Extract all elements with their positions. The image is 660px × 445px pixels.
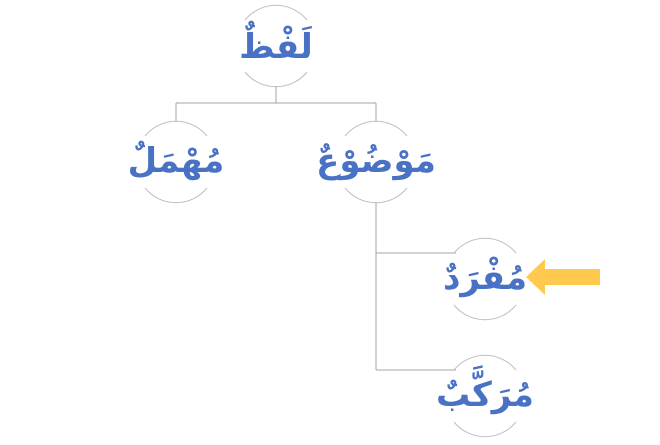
node-muhmal-outline-top xyxy=(144,120,208,137)
node-mawdu-outline-bottom xyxy=(344,187,408,204)
node-root-outline-top xyxy=(244,4,308,21)
node-murakkab-outline-top xyxy=(453,354,517,371)
node-root-label: لَفْظٌ xyxy=(239,21,313,67)
highlight-arrow-icon xyxy=(526,259,600,295)
node-mufrad-outline-bottom xyxy=(453,304,517,321)
node-mawdu-outline-top xyxy=(344,120,408,137)
node-murakkab-outline-bottom xyxy=(453,421,517,438)
node-muhmal-outline-bottom xyxy=(144,187,208,204)
node-root-outline-bottom xyxy=(244,71,308,88)
node-mufrad-outline-top xyxy=(453,237,517,254)
node-mufrad-label: مُفْرَدٌ xyxy=(443,256,527,298)
node-murakkab-label: مُرَكَّبٌ xyxy=(436,366,534,415)
node-mawdu-label: مَوْضُوْعٌ xyxy=(316,141,436,181)
node-muhmal-label: مُهْمَلٌ xyxy=(128,140,225,181)
